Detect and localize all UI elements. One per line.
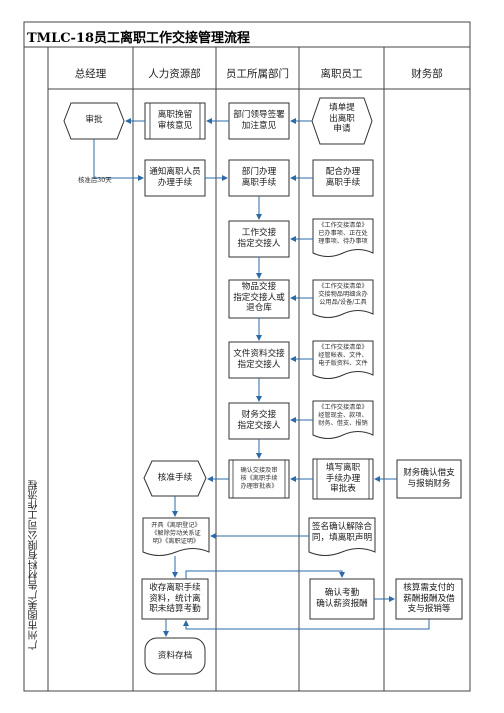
file-handover-doc	[312, 340, 374, 379]
approve-procedure-hexagon	[143, 460, 207, 497]
notify-hr-label: 通知离职人员 办理手续	[149, 167, 201, 188]
goods-handover-label: 物品交接 指定交接人或 退仓库	[233, 282, 285, 314]
file-handover-doc-label: 《工作交接清单》 经管帐表、文件、 电子版资料、文件	[318, 344, 368, 367]
company-process-label: 广州市图美广告材料有限公司工作流程	[29, 480, 40, 650]
lane-header-employee: 离职员工	[320, 68, 363, 80]
notify-hr-box	[144, 159, 206, 197]
approve-label: 审批	[85, 115, 103, 125]
verify-payment-label: 核算需支付的 薪酬报酬及借 支与报销等	[403, 583, 455, 615]
issue-certificates-label: 开具《离职登记》 《解除劳动关系证 明》《离职证明》	[151, 522, 201, 545]
fill-application-label: 填单提 出离职 申请	[329, 103, 355, 135]
work-handover-label: 工作交接 指定交接人	[237, 228, 281, 249]
page-title: TMLC-18员工离职工作交接管理流程	[27, 31, 251, 46]
work-handover-box	[228, 220, 290, 258]
collect-docs-label: 收存离职手续 资料，统计离 职未结算考勤	[149, 583, 201, 615]
outer-frame	[23, 21, 471, 692]
finance-handover-label: 财务交接 指定交接人	[237, 410, 281, 431]
work-handover-doc	[312, 218, 374, 257]
arrow-verify-to-collect	[183, 619, 430, 630]
archive-label: 资料存档	[157, 651, 193, 661]
dept-handle-label: 部门办理 离职手续	[241, 167, 277, 188]
goods-handover-box	[228, 279, 290, 319]
dept-opinion-label: 部门领导签署 加注意见	[233, 110, 285, 131]
dept-opinion-box	[228, 102, 290, 140]
arrow-approve-to-notify	[93, 139, 144, 181]
finance-handover-doc	[312, 400, 374, 439]
work-handover-doc-label: 《工作交接清单》 已办事项、正在处 理事项、待办事项	[318, 222, 368, 245]
dept-handle-box	[228, 159, 290, 197]
finance-confirm-box	[396, 459, 462, 499]
collect-docs-box	[141, 578, 209, 620]
archive-box	[144, 637, 206, 675]
sign-termination-doc	[308, 517, 376, 556]
lane-header-general-manager: 总经理	[74, 68, 107, 80]
cooperate-box	[312, 159, 374, 197]
confirm-handover-box	[228, 459, 290, 499]
hr-review-label: 离职挽留 审核意见	[157, 110, 193, 131]
goods-handover-doc-label: 《工作交接清单》 交接物品明细含办 公用品/设备/工具	[318, 283, 368, 306]
approve-procedure-label: 核准手续	[157, 473, 193, 483]
finance-confirm-label: 财务确认借支 与报销财务	[403, 468, 455, 489]
issue-certificates-doc	[142, 517, 210, 556]
approval-time-label: 核准后30天	[78, 176, 112, 184]
fill-approval-form-label: 填写离职 手续办理 审批表	[325, 463, 361, 495]
confirm-attendance-label: 确认考勤 确认薪资报酬	[316, 588, 368, 609]
cooperate-label: 配合办理 离职手续	[325, 167, 361, 188]
lane-header-hr: 人力资源部	[148, 68, 201, 80]
hr-review-box	[144, 102, 206, 140]
file-handover-box	[228, 341, 290, 379]
approve-hexagon	[63, 102, 125, 140]
confirm-handover-label: 确认交接及审 核《离职手续 办理审批表》	[240, 467, 278, 490]
fill-approval-form-box	[312, 458, 374, 500]
lane-header-finance: 财务部	[411, 68, 443, 80]
finance-handover-box	[228, 402, 290, 440]
goods-handover-doc	[312, 279, 374, 318]
sign-termination-label: 签名确认解除合 同，填离职声明	[311, 522, 373, 543]
lane-header-department: 员工所属部门	[226, 68, 289, 80]
file-handover-label: 文件资料交接 指定交接人	[233, 349, 285, 370]
arrow-collect-to-attendance	[185, 570, 345, 579]
finance-handover-doc-label: 《工作交接清单》 经管现金、款项、 财务、借支、报销	[318, 404, 368, 427]
